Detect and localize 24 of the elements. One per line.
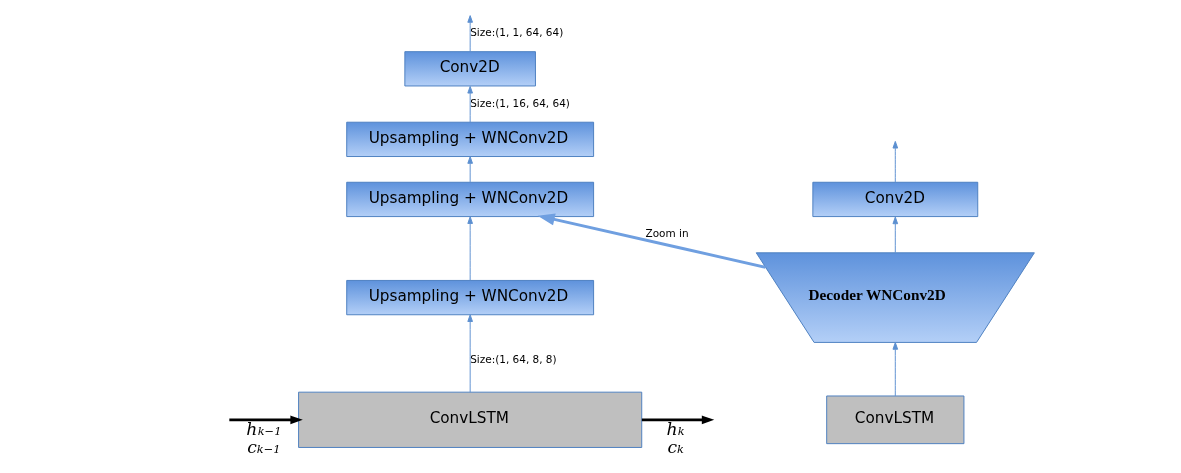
arrow (467, 314, 473, 393)
edge-label: Size:(1, 1, 64, 64) (470, 26, 564, 39)
edge-label: Size:(1, 16, 64, 64) (470, 96, 570, 109)
edge-label: hk−1 ck−1 (246, 419, 282, 457)
arrow (467, 216, 473, 281)
arrow (537, 213, 766, 269)
node-box: ConvLSTM (298, 391, 643, 448)
node-box: Conv2D (812, 181, 979, 218)
node-box: Conv2D (404, 51, 536, 87)
node-box: Upsampling + WNConv2D (346, 181, 595, 218)
edge-label: hk ck (666, 419, 685, 457)
node-box: Upsampling + WNConv2D (346, 121, 595, 157)
arrow (892, 140, 899, 183)
arrow (892, 216, 899, 254)
arrow (229, 415, 303, 425)
arrow (467, 156, 473, 183)
edge-label: Size:(1, 64, 8, 8) (470, 353, 557, 366)
arrow (892, 342, 899, 397)
node-box: Upsampling + WNConv2D (346, 279, 595, 316)
arrow (641, 415, 715, 425)
node-box: ConvLSTM (826, 395, 965, 445)
arrow (467, 15, 473, 53)
arrow (467, 85, 473, 123)
edge-label: Zoom in (645, 227, 689, 240)
